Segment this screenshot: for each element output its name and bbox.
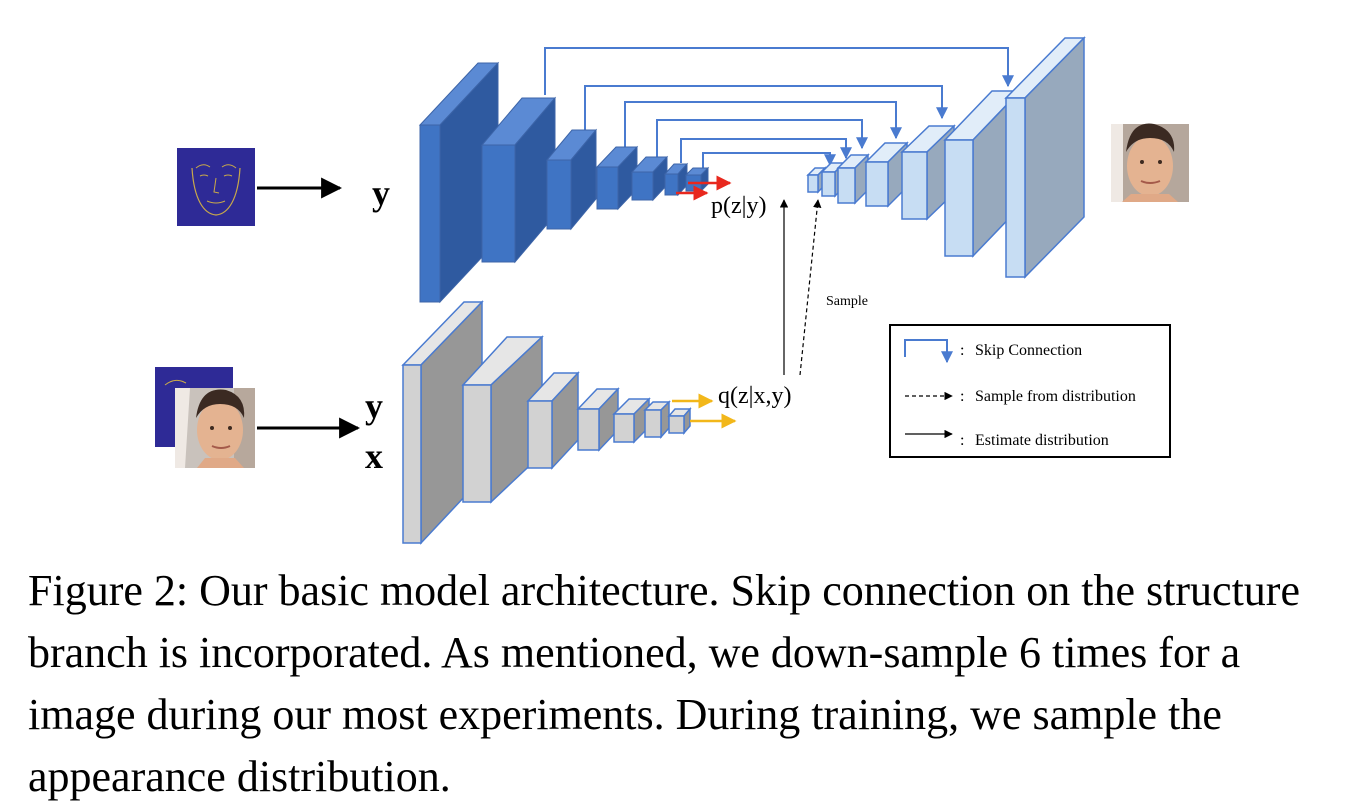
appearance-encoder [401,300,692,545]
encoder-block-4 [595,145,639,211]
svg-text::: : [960,432,964,449]
architecture-figure: y y x p(z|y) q(z|x,y) Sample : Skip [155,36,1189,545]
legend-sample-label: Sample from distribution [975,388,1136,405]
legend-estimate-label: Estimate distribution [975,432,1109,449]
grey-block-5 [612,397,651,444]
stacked-input-images [155,367,255,468]
sample-arrow [799,199,822,376]
svg-text::: : [960,388,964,405]
legend: : Skip Connection : Sample from distribu… [889,324,1171,458]
skip-connection-4 [656,119,868,158]
encoder-block-7 [684,166,710,193]
skip-connection-3 [624,101,902,150]
sample-label: Sample [826,294,868,309]
architecture-diagram: y y x p(z|y) q(z|x,y) Sample : Skip [155,36,1189,545]
posterior-label: q(z|x,y) [718,383,791,409]
encoder-block-6 [663,162,689,197]
skip-connection-legend-icon [904,339,953,364]
decoder-block-3 [836,153,870,205]
figure-caption: Figure 2: Our basic model architecture. … [28,560,1328,808]
skip-connection-6 [702,152,836,168]
structure-decoder [806,36,1086,279]
caption-label: Figure 2: [28,566,189,615]
legend-box [889,324,1171,458]
svg-text::: : [960,342,964,359]
encoder-block-5 [630,155,669,202]
structure-encoder [418,61,710,304]
face-output-image [1111,123,1189,202]
appearance-input-label-x: x [365,436,383,476]
caption-text: Our basic model architecture. Skip conne… [28,566,1300,801]
skip-connection-1 [544,47,1014,95]
legend-skip-label: Skip Connection [975,342,1082,359]
appearance-input-label-y: y [365,386,383,426]
encoder-block-3 [545,128,598,231]
decoder-block-7 [1004,36,1086,279]
structure-input-label: y [372,173,390,213]
grey-block-4 [576,387,620,452]
prior-label: p(z|y) [711,193,766,219]
skip-connections [544,47,1014,168]
grey-block-7 [667,406,692,436]
skip-connection-5 [680,138,852,163]
grey-block-6 [643,400,671,439]
skip-connection-2 [584,85,948,140]
landmark-input-image [177,148,255,226]
encoder-block-2 [480,96,557,264]
